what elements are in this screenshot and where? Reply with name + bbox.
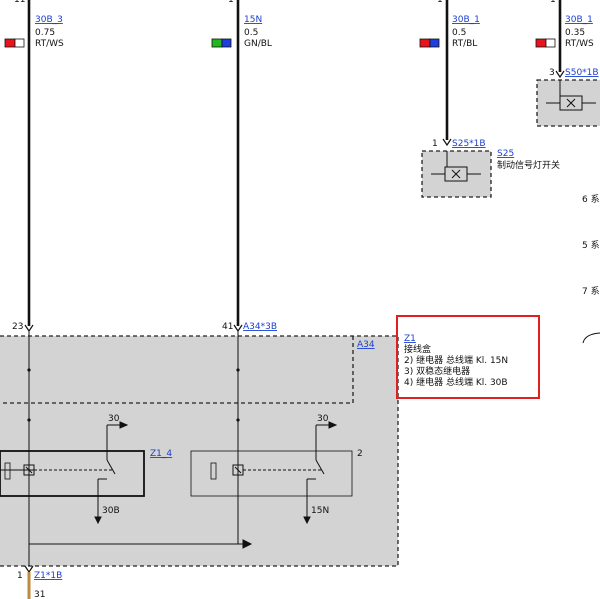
curve-mark — [582, 332, 600, 344]
wire-size: 0.35 — [565, 28, 585, 38]
module-a34-label[interactable]: A34 — [357, 340, 375, 350]
pin-number: 1 — [228, 0, 234, 5]
info-box-title[interactable]: Z1 — [404, 334, 416, 344]
wire-name-15n[interactable]: 15N — [244, 15, 262, 25]
relay-z1-4-top-label: 30 — [108, 414, 120, 424]
connector-chevron-icon — [442, 138, 452, 147]
connector-z1-1b[interactable]: Z1*1B — [34, 571, 62, 581]
wire-color: RT/WS — [565, 39, 594, 49]
info-box-item: 4) 继电器 总线端 Kl. 30B — [404, 376, 508, 388]
connector-a34-3b[interactable]: A34*3B — [243, 322, 277, 332]
wire-name-30b1[interactable]: 30B_1 — [452, 15, 480, 25]
wire-size: 0.5 — [452, 28, 466, 38]
wire-size: 0.5 — [244, 28, 258, 38]
wire-31-label: 31 — [34, 590, 45, 599]
wire-name-30b3[interactable]: 30B_3 — [35, 15, 63, 25]
pin-number: 1 — [432, 139, 438, 149]
connector-chevron-icon — [24, 565, 34, 574]
switch-s25 — [421, 150, 492, 198]
color-swatch-rt-ws — [4, 38, 25, 48]
switch-s25-description: 制动信号灯开关 — [497, 159, 560, 171]
pin-number: 1 — [550, 0, 556, 5]
relay-15n-top-label: 30 — [317, 414, 329, 424]
relay-z1-4-bottom-label: 30B — [102, 506, 120, 516]
info-box-subtitle: 接线盒 — [404, 343, 431, 355]
info-box-item: 3) 双稳态继电器 — [404, 365, 470, 377]
pin-number: 1 — [437, 0, 443, 5]
color-swatch-gn-bl — [211, 38, 232, 48]
connector-s50[interactable]: S50*1B — [565, 68, 599, 78]
series-label: 7 系 — [582, 286, 600, 297]
relay-15n — [190, 421, 353, 525]
relay-z1-4-name[interactable]: Z1_4 — [150, 449, 172, 459]
info-box-highlight — [396, 315, 540, 399]
wire-size: 0.75 — [35, 28, 55, 38]
relay-z1-4 — [0, 420, 145, 525]
wire-name-30b1-b[interactable]: 30B_1 — [565, 15, 593, 25]
series-label: 6 系 — [582, 194, 600, 205]
wire-color: GN/BL — [244, 39, 272, 49]
wire-color: RT/BL — [452, 39, 477, 49]
color-swatch-rt-bl — [419, 38, 440, 48]
info-box-item: 2) 继电器 总线端 Kl. 15N — [404, 354, 508, 366]
connector-chevron-icon — [555, 70, 565, 79]
pin-number: 1 — [17, 571, 23, 581]
relay-15n-bottom-label: 15N — [311, 506, 329, 516]
pin-number: 23 — [12, 322, 23, 332]
switch-s50 — [536, 79, 600, 127]
relay-15n-pin-label: 2 — [357, 449, 363, 459]
series-label: 5 系 — [582, 240, 600, 251]
switch-s25-name[interactable]: S25 — [497, 149, 514, 159]
color-swatch-rt-ws — [535, 38, 556, 48]
pin-number: 41 — [222, 322, 233, 332]
connector-s25[interactable]: S25*1B — [452, 139, 486, 149]
pin-number: 11 — [14, 0, 25, 5]
wire-color: RT/WS — [35, 39, 64, 49]
pin-number: 3 — [549, 68, 555, 78]
